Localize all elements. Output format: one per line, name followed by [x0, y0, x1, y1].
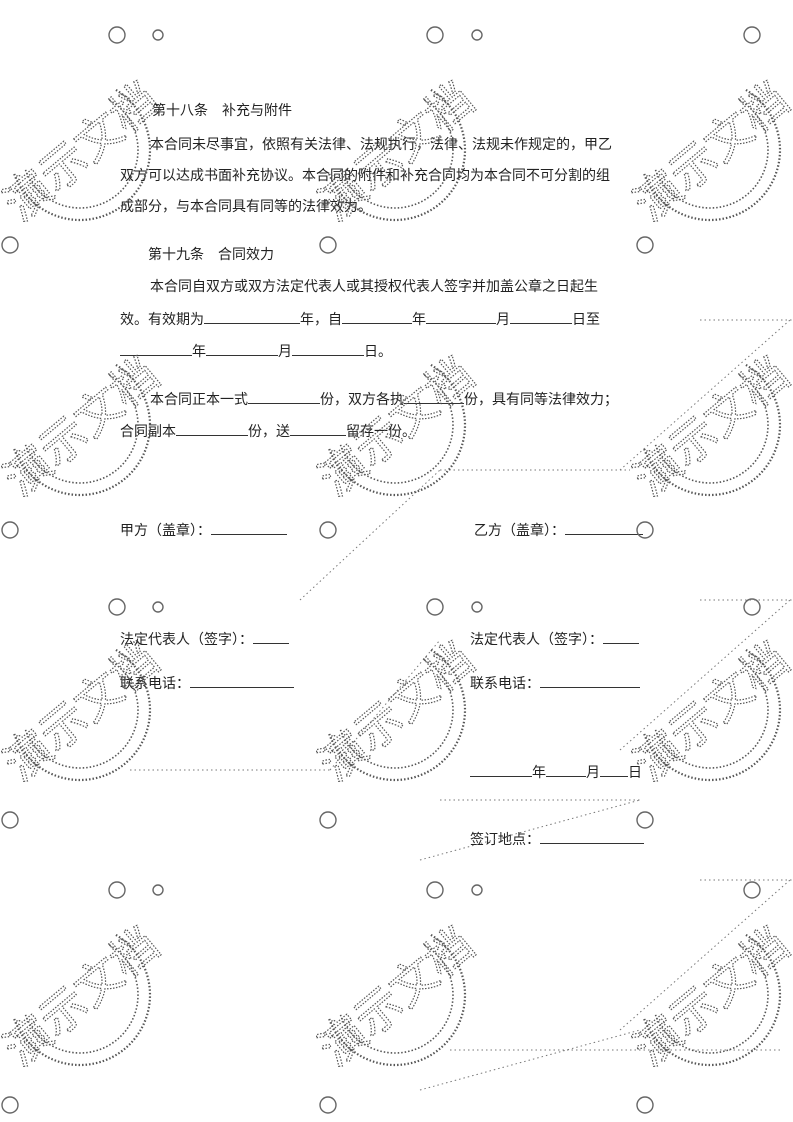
phone-b-line: 联系电话：: [470, 673, 640, 694]
start-month-blank[interactable]: [426, 309, 496, 324]
end-day-blank[interactable]: [292, 341, 364, 356]
sign-year-blank[interactable]: [470, 762, 532, 777]
sign-month-blank[interactable]: [546, 762, 586, 777]
validity-years-blank[interactable]: [204, 309, 300, 324]
send-to-blank[interactable]: [290, 421, 346, 436]
legal-rep-b-blank[interactable]: [603, 629, 639, 644]
validity-label: 效。有效期为: [120, 312, 204, 328]
start-month-unit: 月: [496, 312, 510, 328]
each-holds-label: 份，双方各执: [320, 392, 404, 408]
end-date-line: 年 月 日。: [120, 341, 392, 362]
party-a-seal-blank[interactable]: [211, 520, 287, 535]
each-holds-blank[interactable]: [404, 389, 464, 404]
article-18-para-line-1: 本合同未尽事宜，依照有关法律、法规执行，法律、法规未作规定的，甲乙: [150, 137, 612, 153]
party-a-seal-line: 甲方（盖章）：: [120, 520, 287, 541]
end-year-blank[interactable]: [120, 341, 192, 356]
start-day-blank[interactable]: [510, 309, 572, 324]
phone-a-label: 联系电话：: [120, 676, 190, 692]
retain-label: 留存一份。: [346, 424, 416, 440]
legal-rep-a-line: 法定代表人（签字）：: [120, 629, 289, 650]
sign-day-unit: 日: [628, 765, 642, 781]
legal-rep-b-line: 法定代表人（签字）：: [470, 629, 639, 650]
sign-place-blank[interactable]: [540, 829, 644, 844]
sign-day-blank[interactable]: [600, 762, 628, 777]
phone-b-blank[interactable]: [540, 673, 640, 688]
sign-month-unit: 月: [586, 765, 600, 781]
phone-a-blank[interactable]: [190, 673, 294, 688]
send-label: 份，送: [248, 424, 290, 440]
article-19-para-line-1: 本合同自双方或双方法定代表人或其授权代表人签字并加盖公章之日起生: [150, 279, 598, 295]
start-year-blank[interactable]: [342, 309, 412, 324]
party-a-seal-label: 甲方（盖章）：: [120, 523, 211, 539]
end-year-unit: 年: [192, 344, 206, 360]
duplicate-count-blank[interactable]: [176, 421, 248, 436]
party-b-seal-line: 乙方（盖章）：: [474, 520, 643, 541]
article-18-para-line-2: 双方可以达成书面补充协议。本合同的附件和补充合同均为本合同不可分割的组: [120, 168, 610, 184]
sign-place-line: 签订地点：: [470, 829, 644, 850]
article-19-heading: 第十九条 合同效力: [148, 247, 274, 263]
end-month-unit: 月: [278, 344, 292, 360]
validity-period-line: 效。有效期为年，自年月日至: [120, 309, 600, 330]
original-copies-blank[interactable]: [248, 389, 320, 404]
start-year-unit: 年: [412, 312, 426, 328]
sign-year-unit: 年: [532, 765, 546, 781]
legal-rep-a-blank[interactable]: [253, 629, 289, 644]
party-b-seal-label: 乙方（盖章）：: [474, 523, 565, 539]
equal-effect-label: 份，具有同等法律效力；: [464, 392, 618, 408]
end-day-unit: 日。: [364, 344, 392, 360]
sign-place-label: 签订地点：: [470, 832, 540, 848]
duplicate-label: 合同副本: [120, 424, 176, 440]
legal-rep-a-label: 法定代表人（签字）：: [120, 632, 253, 648]
article-18-heading: 第十八条 补充与附件: [152, 103, 292, 119]
phone-a-line: 联系电话：: [120, 673, 294, 694]
original-copies-line: 本合同正本一式 份，双方各执 份，具有同等法律效力；: [150, 389, 618, 410]
duplicate-copies-line: 合同副本 份，送 留存一份。: [120, 421, 416, 442]
article-18-para-line-3: 成部分，与本合同具有同等的法律效力。: [120, 199, 372, 215]
to-label: 日至: [572, 312, 600, 328]
sign-date-line: 年月日: [470, 762, 642, 783]
end-month-blank[interactable]: [206, 341, 278, 356]
original-copies-label: 本合同正本一式: [150, 392, 248, 408]
phone-b-label: 联系电话：: [470, 676, 540, 692]
legal-rep-b-label: 法定代表人（签字）：: [470, 632, 603, 648]
party-b-seal-blank[interactable]: [565, 520, 643, 535]
validity-year-unit: 年: [300, 312, 314, 328]
from-label: ，自: [314, 312, 342, 328]
